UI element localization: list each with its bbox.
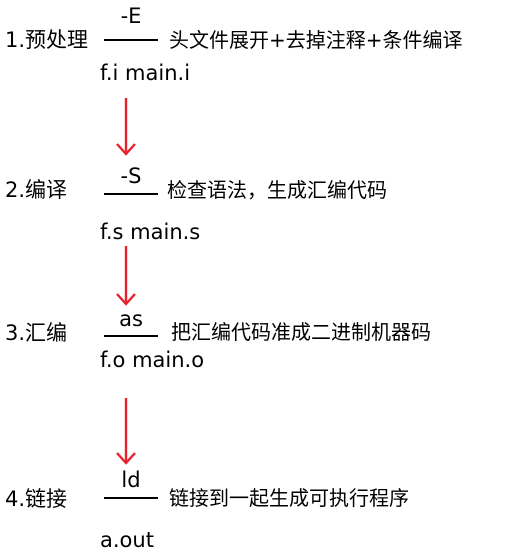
step-1-description: 头文件展开+去掉注释+条件编译 [169,28,463,52]
step-1-divider [104,39,158,41]
step-1-label: 1.预处理 [5,28,89,52]
step-4-label: 4.链接 [5,487,68,511]
down-arrow-1-to-2 [116,98,136,156]
step-2-command: -S [120,164,142,188]
step-1-command: -E [120,4,142,28]
step-4-command: ld [121,468,141,492]
down-arrow-3-to-4 [116,398,136,465]
step-1-output-files: f.i main.i [100,61,191,85]
step-2-label: 2.编译 [5,178,68,202]
step-2-output-files: f.s main.s [100,220,201,244]
step-3-output-files: f.o main.o [100,348,205,372]
step-4-description: 链接到一起生成可执行程序 [169,486,409,510]
step-3-command: as [119,307,143,331]
step-2-description: 检查语法，生成汇编代码 [167,178,387,202]
step-3-label: 3.汇编 [5,321,68,345]
step-4-output-files: a.out [100,528,154,552]
down-arrow-2-to-3 [116,246,136,306]
step-4-divider [104,497,158,499]
step-2-divider [104,193,158,195]
step-3-divider [104,335,158,337]
step-3-description: 把汇编代码准成二进制机器码 [171,320,431,344]
